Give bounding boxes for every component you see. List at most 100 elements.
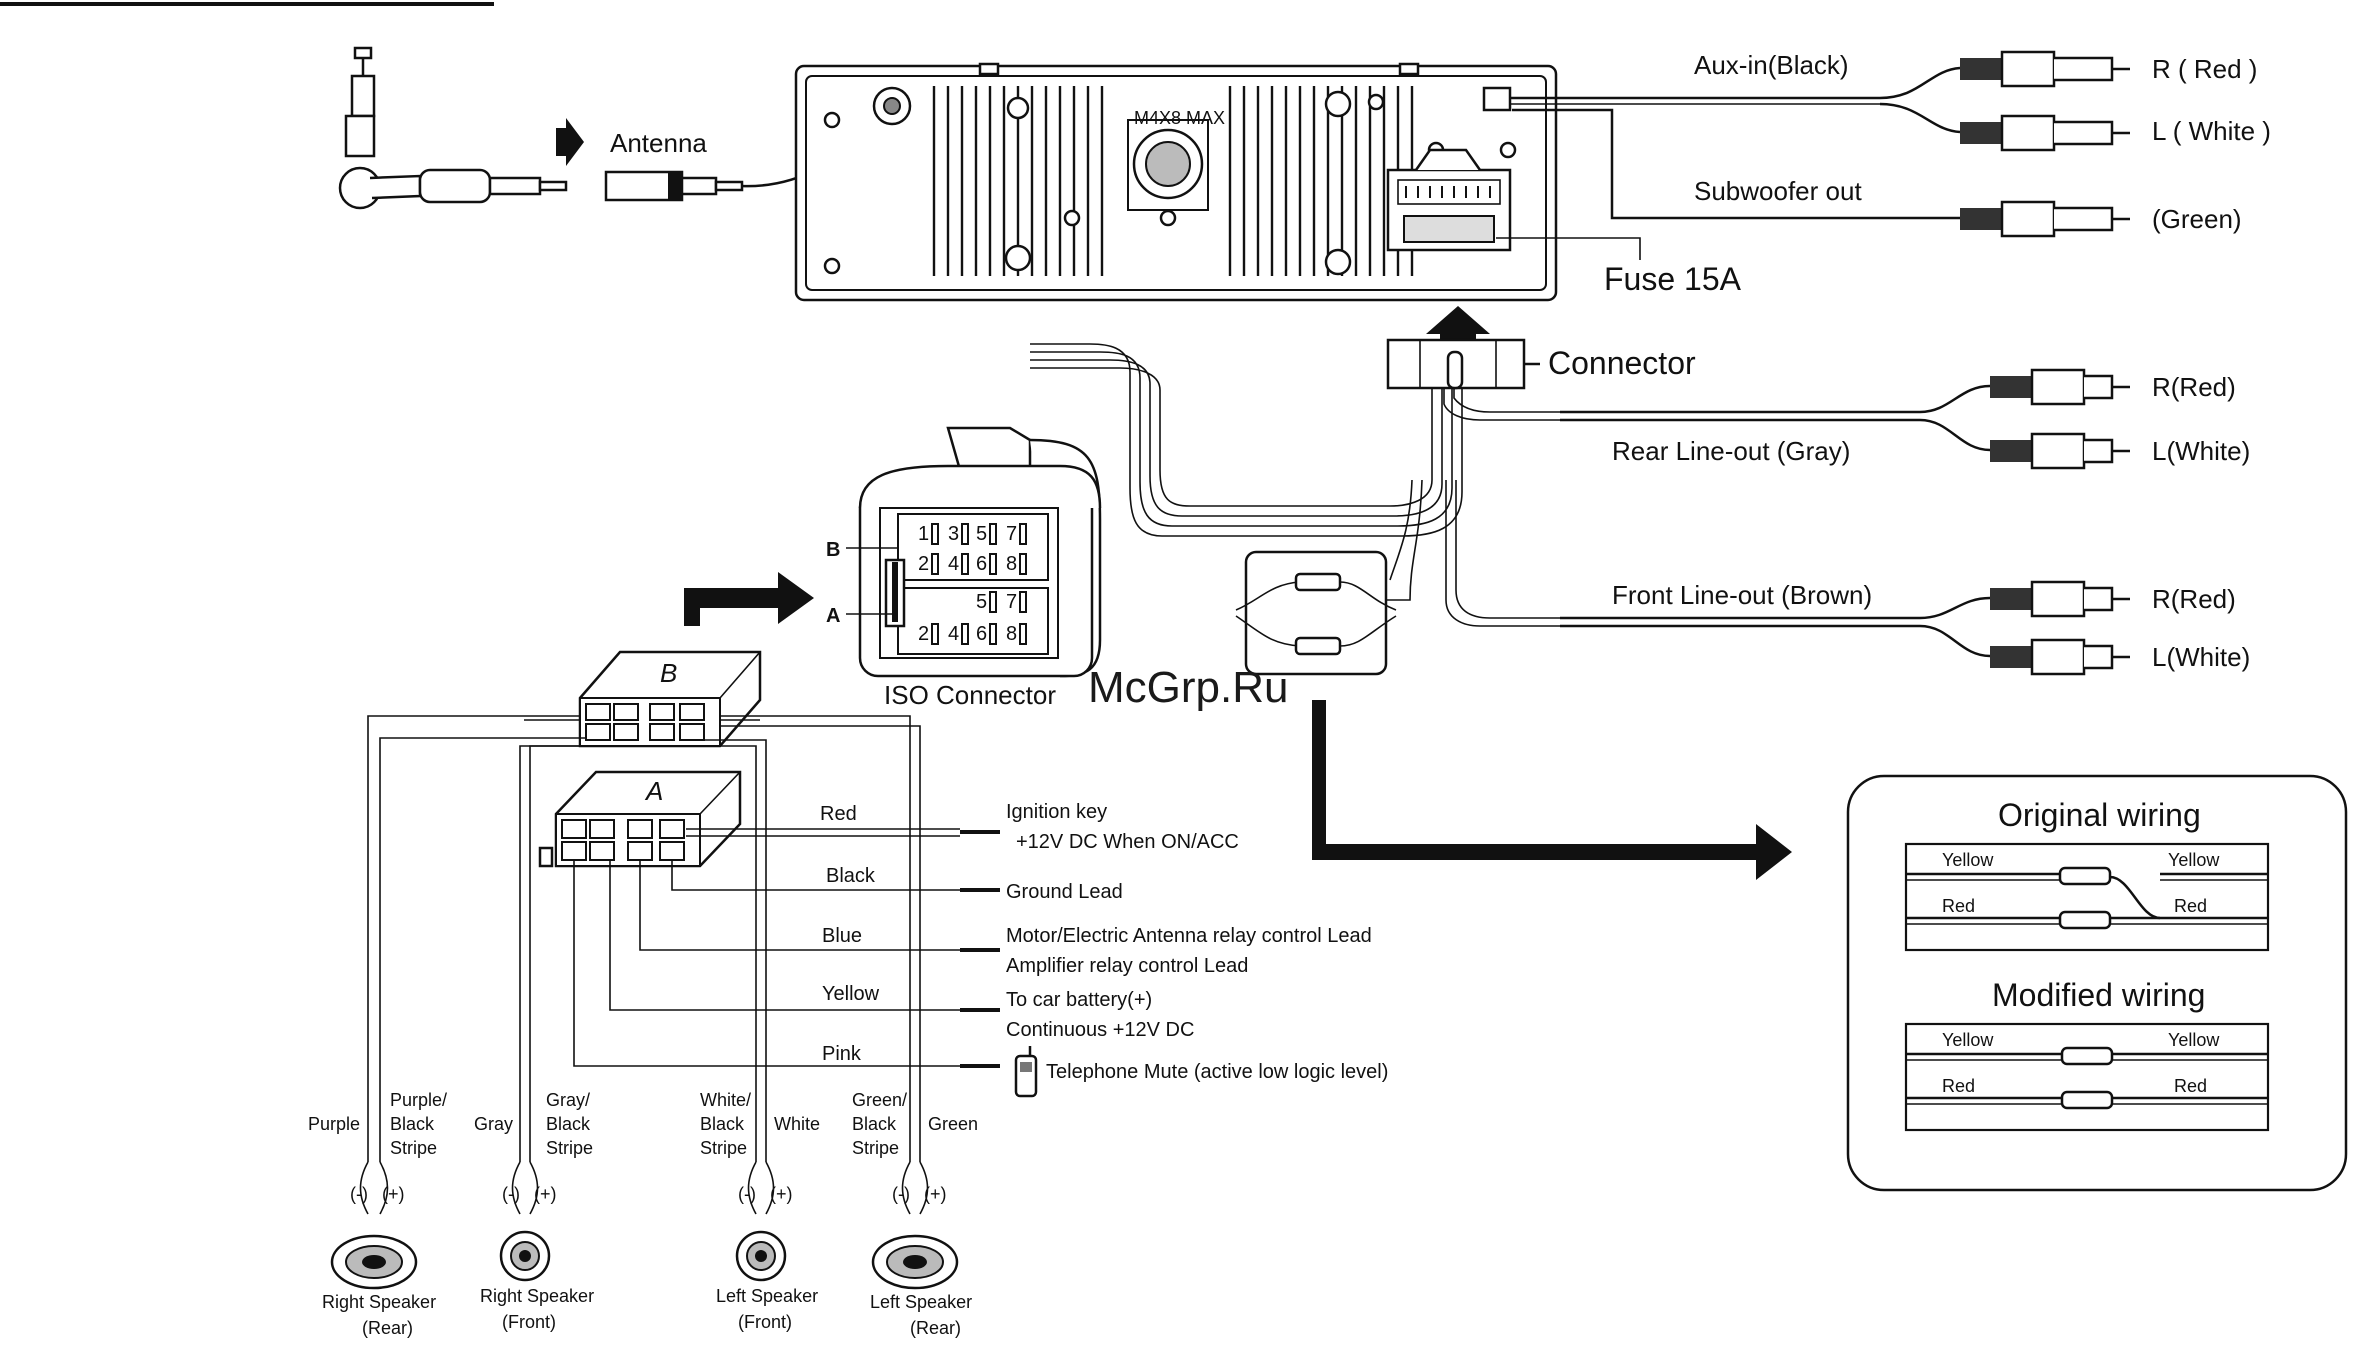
lead-battery-line-1: To car battery(+): [1006, 989, 1152, 1011]
wire-purple-black-line-3: Stripe: [390, 1138, 437, 1158]
speaker-icon: [499, 1161, 551, 1282]
lead-terminals: [960, 830, 1000, 1068]
harness-block-a-label: A: [644, 776, 663, 806]
rca-plug-icon: [1990, 580, 2130, 618]
modified-yellow-right: Yellow: [2168, 1030, 2220, 1050]
wiring-inset: [1846, 774, 2348, 1192]
wire-white-black-line-1: White/: [700, 1090, 751, 1110]
speaker-right-rear-line-2: (Rear): [362, 1318, 413, 1338]
iso-pin-4: 4: [948, 553, 959, 575]
speaker-left-rear-line-2: (Rear): [910, 1318, 961, 1338]
speaker-right-front-line-2: (Front): [502, 1312, 556, 1332]
wire-red-label: Red: [820, 803, 857, 825]
iso-pin-6: 6: [976, 553, 987, 575]
rear-line-out-cable: [1560, 384, 1991, 452]
wire-black-label: Black: [826, 865, 876, 887]
connector-block: [1386, 338, 1526, 390]
lead-battery-line-2: Continuous +12V DC: [1006, 1019, 1194, 1041]
antenna-icon: [338, 46, 568, 210]
head-unit-marking: M4X8 MAX: [1134, 108, 1225, 128]
wire-white-label: White: [774, 1114, 820, 1134]
lead-ground: Ground Lead: [1006, 881, 1123, 903]
wire-green-black-line-3: Stripe: [852, 1138, 899, 1158]
original-yellow-right: Yellow: [2168, 850, 2220, 870]
aux-in-right-label: R ( Red ): [2152, 54, 2257, 84]
aux-in-label: Aux-in(Black): [1694, 50, 1849, 80]
front-line-out-left-label: L(White): [2152, 642, 2250, 672]
wire-purple-black-line-1: Purple/: [390, 1090, 447, 1110]
speaker-wires: [367, 715, 921, 1162]
iso-pin-a-4: 4: [948, 623, 959, 645]
iso-pin-1: 1: [918, 523, 929, 545]
iso-pin-3: 3: [948, 523, 959, 545]
modified-red-right: Red: [2174, 1076, 2207, 1096]
speaker-left-rear-line-1: Left Speaker: [870, 1292, 972, 1312]
original-red-left: Red: [1942, 896, 1975, 916]
polarity-neg-3: (-): [738, 1184, 756, 1204]
inline-loop-box: [1235, 550, 1397, 676]
wire-white-black-line-2: Black: [700, 1114, 745, 1134]
front-line-out-label: Front Line-out (Brown): [1612, 580, 1872, 610]
subwoofer-color-label: (Green): [2152, 204, 2242, 234]
wire-gray-black-line-1: Gray/: [546, 1090, 590, 1110]
polarity-neg-2: (-): [502, 1184, 520, 1204]
wire-gray-label: Gray: [474, 1114, 513, 1134]
iso-pin-a-2: 2: [918, 623, 929, 645]
connector-label: Connector: [1548, 345, 1696, 381]
rca-plug-icon: [1990, 638, 2130, 676]
polarity-neg-4: (-): [892, 1184, 910, 1204]
speaker-icon: [735, 1161, 787, 1282]
rear-line-out-label: Rear Line-out (Gray): [1612, 436, 1850, 466]
rca-plug-icon: [1990, 432, 2130, 470]
polarity-pos-4: (+): [924, 1184, 947, 1204]
iso-pin-2: 2: [918, 553, 929, 575]
subwoofer-label: Subwoofer out: [1694, 176, 1862, 206]
lead-amp-relay: Amplifier relay control Lead: [1006, 955, 1248, 977]
wire-gray-black-line-3: Stripe: [546, 1138, 593, 1158]
front-line-out-cable: [1560, 596, 1991, 658]
original-wiring-title: Original wiring: [1998, 797, 2201, 833]
wire-green-black-line-1: Green/: [852, 1090, 907, 1110]
wire-purple-label: Purple: [308, 1114, 360, 1134]
speaker-icon: [330, 1161, 418, 1290]
polarity-pos-3: (+): [770, 1184, 793, 1204]
iso-pin-8: 8: [1006, 553, 1017, 575]
speaker-left-front-line-1: Left Speaker: [716, 1286, 818, 1306]
harness-block-b-label: B: [660, 658, 677, 688]
iso-connector: 1 2 3 4 5 6 7 8 2 4 5 6 7 8: [846, 426, 1102, 678]
aux-in-left-label: L ( White ): [2152, 116, 2271, 146]
main-harness: [1030, 343, 1560, 627]
iso-pin-5: 5: [976, 523, 987, 545]
wire-gray-black-line-2: Black: [546, 1114, 591, 1134]
modified-yellow-left: Yellow: [1942, 1030, 1994, 1050]
iso-pin-a-8: 8: [1006, 623, 1017, 645]
subwoofer-cable: [1512, 108, 1960, 220]
wire-green-label: Green: [928, 1114, 978, 1134]
speaker-right-front-line-1: Right Speaker: [480, 1286, 594, 1306]
fuse-leader: [1496, 237, 1641, 260]
wire-purple-black-line-2: Black: [390, 1114, 435, 1134]
head-unit: M4X8 MAX: [794, 62, 1558, 302]
rca-plug-icon: [1960, 50, 2130, 88]
iso-pin-a-7: 7: [1006, 591, 1017, 613]
speaker-icon: [871, 1161, 959, 1290]
arrow-right-icon: [1312, 700, 1792, 880]
iso-pin-7: 7: [1006, 523, 1017, 545]
iso-connector-label: ISO Connector: [884, 680, 1056, 710]
wire-yellow-label: Yellow: [822, 983, 880, 1005]
rear-line-out-left-label: L(White): [2152, 436, 2250, 466]
iso-pin-a-5: 5: [976, 591, 987, 613]
original-yellow-left: Yellow: [1942, 850, 1994, 870]
lead-telephone: Telephone Mute (active low logic level): [1046, 1061, 1388, 1083]
iso-pin-a-6: 6: [976, 623, 987, 645]
lead-ignition-line-1: Ignition key: [1006, 801, 1107, 823]
harness-block-a: [538, 770, 742, 868]
antenna-label: Antenna: [610, 128, 707, 158]
wire-blue-label: Blue: [822, 925, 862, 947]
speaker-left-front-line-2: (Front): [738, 1312, 792, 1332]
watermark: McGrp.Ru: [1088, 663, 1288, 712]
front-line-out-right-label: R(Red): [2152, 584, 2236, 614]
aux-in-cable: [1510, 66, 1961, 134]
wire-white-black-line-3: Stripe: [700, 1138, 747, 1158]
